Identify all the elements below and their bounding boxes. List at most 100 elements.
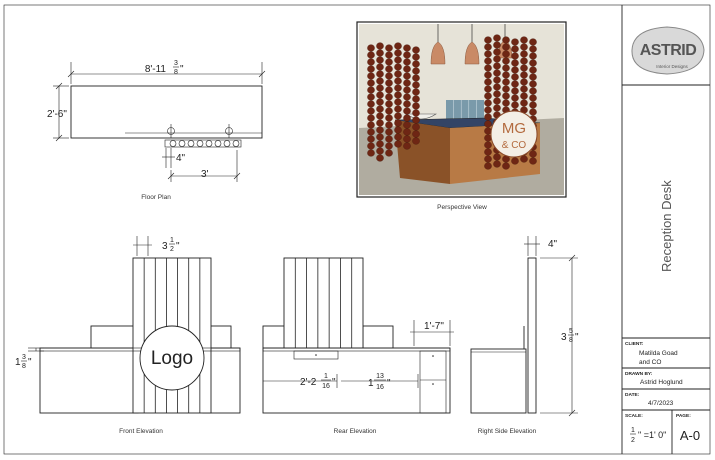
bead xyxy=(493,97,501,105)
bead xyxy=(367,149,375,157)
bead xyxy=(385,72,393,80)
bead xyxy=(412,137,420,145)
bead xyxy=(376,112,384,120)
bead xyxy=(385,86,393,94)
page-label: PAGE: xyxy=(676,413,691,419)
bead xyxy=(385,128,393,136)
front-elevation-caption: Front Elevation xyxy=(119,428,163,435)
bead xyxy=(412,60,420,68)
bead xyxy=(520,155,528,163)
plan-width-den: 8 xyxy=(174,69,178,76)
plan-desk-outline xyxy=(70,85,263,139)
bead xyxy=(376,42,384,50)
bead xyxy=(412,74,420,82)
bead xyxy=(376,154,384,162)
drawn-label: DRAWN BY: xyxy=(625,371,653,377)
right-side-elevation xyxy=(470,236,578,417)
bead xyxy=(385,107,393,115)
plan-3ft-dim: 3' xyxy=(201,169,209,180)
bead xyxy=(394,42,402,50)
bead xyxy=(484,85,492,93)
bead xyxy=(376,147,384,155)
front-dim-num: 3 xyxy=(22,354,26,361)
bead xyxy=(403,93,411,101)
astrid-logo: ASTRID Interior Designs xyxy=(631,26,705,75)
bead xyxy=(394,63,402,71)
tile-backsplash xyxy=(446,100,484,120)
bead xyxy=(412,116,420,124)
perspective-render: MG & CO xyxy=(356,21,567,198)
bead xyxy=(376,126,384,134)
bead xyxy=(484,155,492,163)
side-counter xyxy=(470,348,527,414)
bead xyxy=(484,106,492,114)
bead xyxy=(394,98,402,106)
bead xyxy=(403,121,411,129)
side-top-dim: 4" xyxy=(548,239,558,250)
bead xyxy=(412,95,420,103)
bead xyxy=(412,88,420,96)
bead xyxy=(367,86,375,94)
bead xyxy=(412,81,420,89)
slat-dim-den: 2 xyxy=(170,246,174,253)
bead xyxy=(529,87,537,95)
bead xyxy=(403,72,411,80)
bead xyxy=(502,71,510,79)
bead xyxy=(367,128,375,136)
bead xyxy=(394,70,402,78)
rear-drawer-top xyxy=(293,350,339,360)
bead xyxy=(385,58,393,66)
bead xyxy=(520,99,528,107)
bead xyxy=(412,123,420,131)
bead xyxy=(493,55,501,63)
rear-right-dim-end: " xyxy=(387,378,391,389)
bead xyxy=(367,44,375,52)
bead xyxy=(511,80,519,88)
front-dim-end: " xyxy=(28,357,32,368)
bead xyxy=(493,83,501,91)
bead xyxy=(502,50,510,58)
bead xyxy=(367,135,375,143)
bead xyxy=(511,73,519,81)
page-value: A-0 xyxy=(680,428,700,443)
bead xyxy=(385,100,393,108)
plan-4in-dim: 4" xyxy=(176,153,186,164)
bead xyxy=(484,162,492,170)
bead xyxy=(412,46,420,54)
bead xyxy=(520,57,528,65)
rear-elevation-caption: Rear Elevation xyxy=(334,428,377,435)
rear-right-dim-num: 13 xyxy=(376,373,384,380)
bead xyxy=(403,128,411,136)
bead xyxy=(529,108,537,116)
bead xyxy=(376,140,384,148)
bead xyxy=(484,92,492,100)
front-logo-text: Logo xyxy=(151,348,193,369)
bead xyxy=(502,92,510,100)
sheet-title: Reception Desk xyxy=(659,180,674,272)
bead xyxy=(520,92,528,100)
front-left-counter xyxy=(39,347,139,414)
front-dim-den: 8 xyxy=(22,363,26,370)
bead xyxy=(403,107,411,115)
bead xyxy=(376,84,384,92)
mg-co-sign xyxy=(490,110,538,158)
bead xyxy=(403,51,411,59)
client-label: CLIENT: xyxy=(625,341,644,347)
logo-tagline: Interior Designs xyxy=(656,64,688,69)
plan-width-dim: 8'-11 xyxy=(145,64,167,75)
rear-right-dim-main: 1 xyxy=(368,378,374,389)
bead xyxy=(511,94,519,102)
bead xyxy=(403,114,411,122)
bead xyxy=(484,50,492,58)
scale-rest: " =1' 0" xyxy=(638,430,666,440)
bead xyxy=(529,101,537,109)
bead xyxy=(484,113,492,121)
scale-label: SCALE: xyxy=(625,413,643,419)
bead xyxy=(376,98,384,106)
title-block: ASTRID Interior Designs Reception Desk xyxy=(622,26,710,454)
bead xyxy=(376,77,384,85)
bead xyxy=(394,140,402,148)
front-left-ledge xyxy=(90,325,139,349)
floor-plan-caption: Floor Plan xyxy=(141,194,171,201)
bead xyxy=(367,107,375,115)
